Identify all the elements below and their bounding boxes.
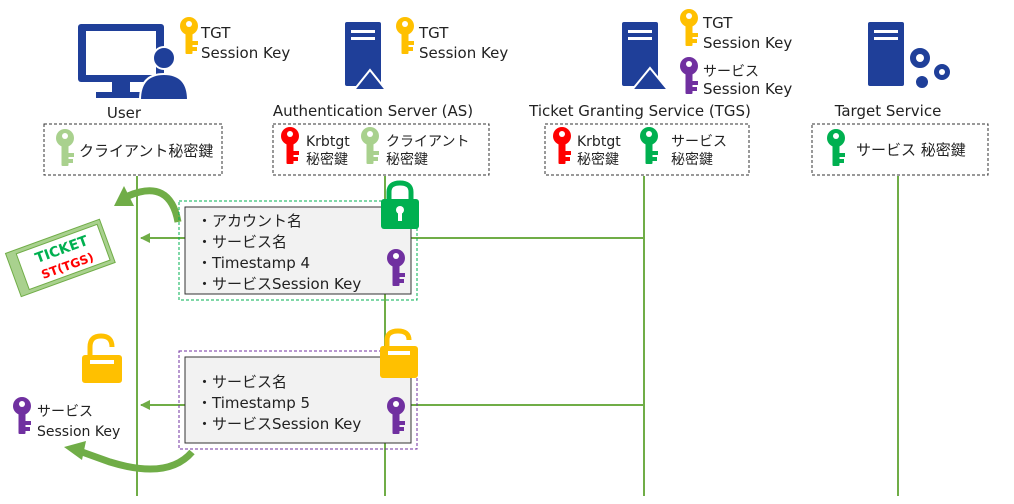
user-client-key-label: クライアント秘密鍵: [79, 142, 213, 160]
lock-open-gold-icon-2: [380, 328, 418, 378]
tgs-krbtgt-label: Krbtgt: [577, 134, 621, 150]
rotate-arrow-head-bottom: [64, 441, 86, 460]
tgs-label: Ticket Granting Service (TGS): [528, 102, 751, 120]
tgs-tgt-key-icon: [680, 9, 698, 46]
as-label: Authentication Server (AS): [273, 102, 473, 120]
message-1-item-session-key: ・サービスSession Key: [197, 275, 361, 293]
user-service-session-label: Session Key: [37, 424, 120, 440]
user-service-label: サービス: [37, 404, 93, 420]
user-key-box: [43, 123, 223, 176]
target-service-key-label: サービス 秘密鍵: [856, 141, 966, 159]
as-client-secret-label: 秘密鍵: [386, 151, 428, 168]
tgs-krbtgt-secret-label: 秘密鍵: [577, 151, 619, 168]
tgs-service-session-label: Session Key: [703, 80, 792, 98]
message-2-item-session-key: ・サービスSession Key: [197, 415, 361, 433]
message-1-outer-border: [178, 200, 418, 301]
user-service-key-icon: [13, 397, 31, 434]
as-krbtgt-label: Krbtgt: [306, 134, 350, 150]
as-tgt-session-label: Session Key: [419, 44, 508, 62]
tgs-service-key-icon: [680, 57, 698, 94]
user-tgt-label: TGT: [200, 24, 231, 42]
user-computer-icon: [78, 24, 190, 101]
user-tgt-session-label: Session Key: [201, 44, 290, 62]
tgs-server-icon: [622, 22, 671, 91]
tgs-tgt-label: TGT: [702, 14, 733, 32]
lock-closed-green-icon: [381, 180, 419, 229]
as-krbtgt-secret-label: 秘密鍵: [306, 151, 348, 168]
as-key-box: [272, 123, 490, 176]
target-server-icon: [868, 22, 952, 90]
user-rotate-arrow-bottom: [80, 448, 195, 473]
message-2-box: [184, 356, 412, 444]
ticket-icon: TICKET ST(TGS): [4, 218, 116, 298]
tgs-tgt-session-label: Session Key: [703, 34, 792, 52]
user-rotate-arrow-top: [126, 187, 182, 223]
message-1-item-account: ・アカウント名: [197, 212, 302, 230]
tgs-service-key-label: サービス: [671, 134, 727, 150]
target-label: Target Service: [834, 102, 942, 120]
as-tgt-label: TGT: [418, 24, 449, 42]
user-tgt-key-icon: [180, 17, 198, 54]
message-1-item-service: ・サービス名: [197, 233, 287, 251]
message-1-box: [184, 206, 412, 295]
tgs-service-secret-label: 秘密鍵: [671, 151, 713, 168]
rotate-arrow-head-top: [114, 186, 134, 206]
user-label: User: [107, 104, 142, 122]
as-client-label: クライアント: [386, 134, 469, 150]
message-2-item-timestamp: ・Timestamp 5: [197, 394, 310, 412]
message-2-outer-border: [178, 350, 418, 450]
as-server-icon: [345, 22, 389, 91]
message-2-item-service: ・サービス名: [197, 373, 287, 391]
as-tgt-key-icon: [396, 17, 414, 54]
lock-open-gold-icon: [82, 333, 122, 383]
message-1-item-timestamp: ・Timestamp 4: [197, 254, 310, 272]
tgs-service-label: サービス: [703, 64, 759, 80]
